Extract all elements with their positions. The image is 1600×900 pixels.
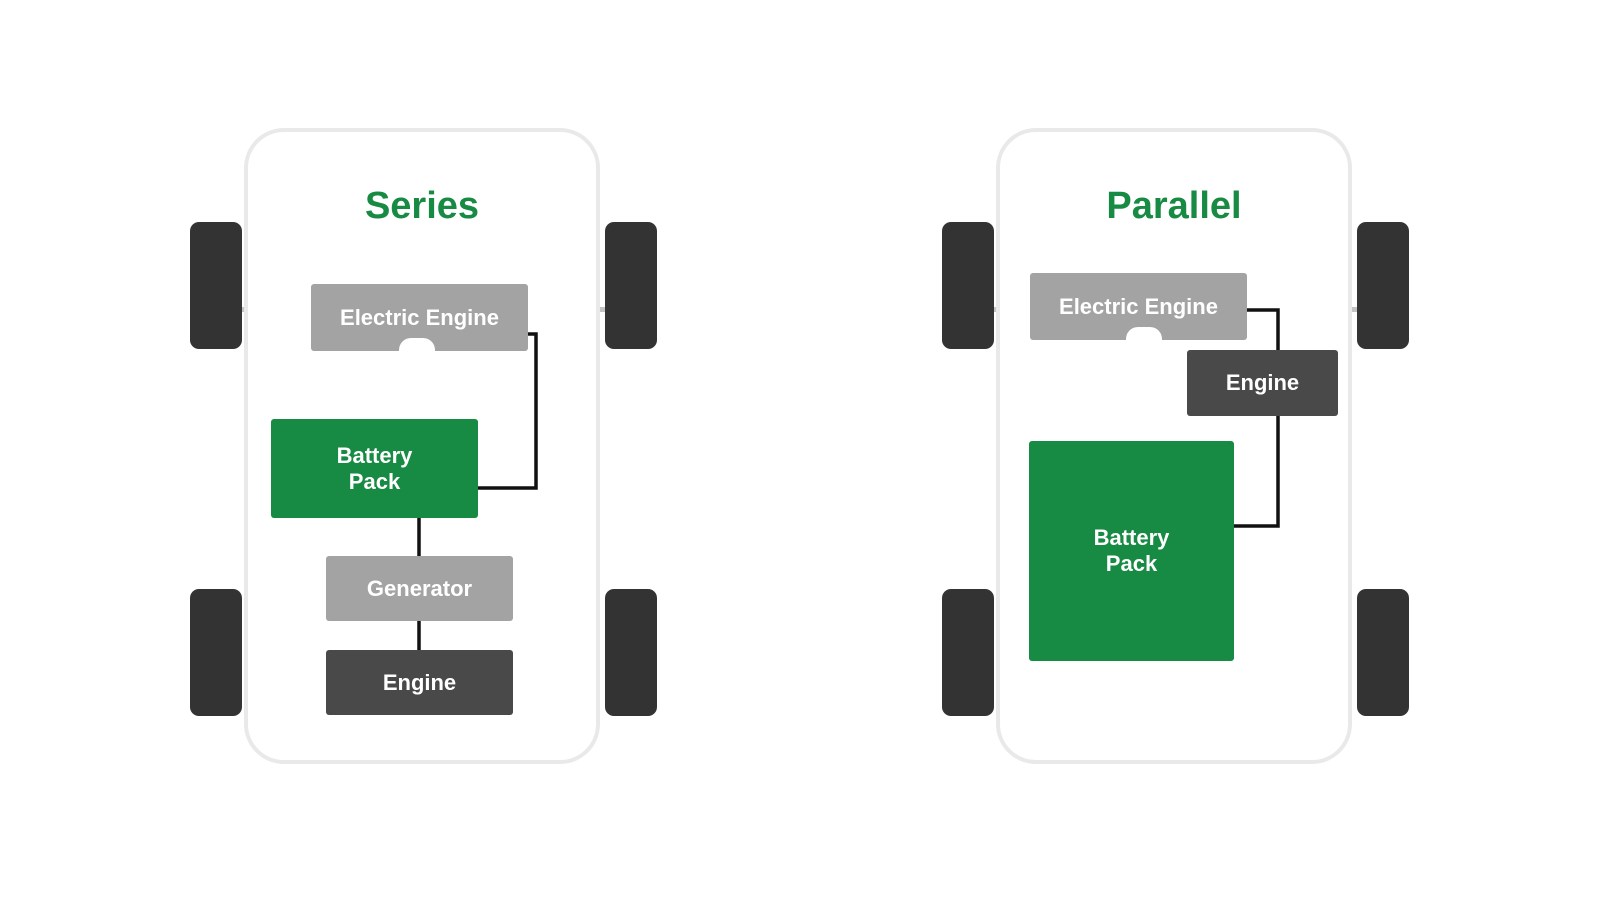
battery-pack-box: Battery Pack bbox=[1029, 441, 1234, 661]
rear-right-wheel bbox=[1357, 589, 1409, 716]
electric-engine-notch bbox=[1126, 327, 1162, 341]
battery-pack-label: Battery Pack bbox=[336, 442, 413, 494]
electric-engine-box: Electric Engine bbox=[1030, 273, 1247, 340]
connection-wires bbox=[1234, 308, 1280, 528]
diagram-title: Parallel bbox=[1106, 185, 1242, 227]
battery-pack-box: Battery Pack bbox=[271, 419, 478, 518]
front-left-wheel bbox=[942, 222, 994, 349]
rear-right-wheel bbox=[605, 589, 657, 716]
electric-engine-label: Electric Engine bbox=[340, 304, 499, 330]
wire-electric-engine-to-battery bbox=[478, 332, 538, 490]
rear-left-wheel bbox=[190, 589, 242, 716]
generator-box: Generator bbox=[326, 556, 513, 621]
wire-electric-engine-to-engine bbox=[1247, 308, 1280, 350]
engine-label: Engine bbox=[382, 669, 457, 695]
wire-engine-to-battery bbox=[1234, 416, 1280, 528]
front-right-wheel bbox=[1357, 222, 1409, 349]
front-left-wheel bbox=[190, 222, 242, 349]
engine-box: Engine bbox=[1187, 350, 1338, 416]
connection-wires bbox=[417, 332, 538, 650]
battery-pack-label: Battery Pack bbox=[1093, 525, 1170, 576]
electric-engine-label: Electric Engine bbox=[1059, 293, 1218, 319]
engine-box: Engine bbox=[326, 650, 513, 715]
generator-label: Generator bbox=[366, 575, 473, 601]
parallel-diagram: Parallel Electric Engine Engine Battery … bbox=[752, 0, 1552, 900]
electric-engine-notch bbox=[399, 338, 435, 352]
rear-left-wheel bbox=[942, 589, 994, 716]
diagram-title: Series bbox=[364, 185, 480, 227]
front-right-wheel bbox=[605, 222, 657, 349]
engine-label: Engine bbox=[1225, 370, 1300, 395]
series-diagram: Series Electric Engine Battery Pack Gene… bbox=[190, 128, 657, 764]
